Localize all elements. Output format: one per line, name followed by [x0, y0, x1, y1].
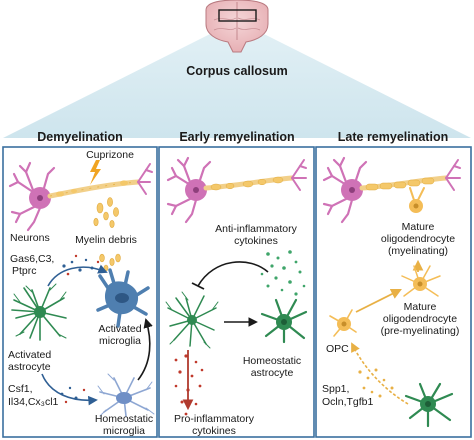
corpus-callosum-box — [218, 9, 257, 22]
arrow-astrocyte-to-microglia — [47, 264, 108, 287]
homeostatic-astrocyte-line2: astrocyte — [251, 367, 294, 379]
arrow-opc-to-pre — [355, 289, 402, 313]
panel-title-early-remyelination: Early remyelination — [179, 130, 294, 144]
homeostatic-microglia-line2: microglia — [103, 425, 145, 437]
opc-label: OPC — [326, 343, 349, 355]
inhibition-bar — [191, 282, 205, 290]
astrocyte-late-icon — [404, 382, 454, 428]
panel-early-remyelination — [158, 146, 315, 438]
astrocyte-early-icon — [165, 291, 219, 349]
activated-microglia-line1: Activated — [98, 323, 141, 335]
activated-microglia-line2: microglia — [99, 335, 141, 347]
mature-pre-line1: Mature — [404, 301, 437, 313]
panel-late-remyelination — [315, 146, 472, 438]
pro-inflammatory-dots — [174, 354, 204, 416]
mature-pre-line3: (pre-myelinating) — [381, 325, 460, 337]
mature-myelinating-line3: (myelinating) — [388, 245, 448, 257]
anti-inflammatory-line1: Anti-inflammatory — [215, 223, 297, 235]
panel-frames — [2, 146, 472, 438]
arrow-astrocyte-to-homeostatic-microglia — [41, 373, 98, 406]
homeostatic-astrocyte-icon — [260, 298, 308, 344]
anti-inflammatory-line2: cytokines — [234, 235, 278, 247]
signal-dots-top — [62, 254, 100, 276]
arrow-astrocyte-to-opc — [351, 342, 409, 405]
activated-astrocyte-icon — [11, 283, 67, 341]
panel-demyelination — [2, 146, 158, 438]
mature-myelinating-line1: Mature — [402, 221, 435, 233]
factor-dots — [358, 368, 394, 398]
lightning-icon — [90, 160, 101, 185]
homeostatic-microglia-line1: Homeostatic — [95, 413, 153, 425]
region-label: Corpus callosum — [186, 64, 287, 78]
myelinating-oligodendrocyte-icon — [409, 187, 425, 213]
cuprizone-label: Cuprizone — [86, 149, 134, 161]
arrow-homeostatic-to-activated-microglia — [137, 318, 153, 381]
homeostatic-astrocyte-line1: Homeostatic — [243, 355, 301, 367]
premyelinating-oligodendrocyte-icon — [401, 265, 441, 297]
panel-title-demyelination: Demyelination — [37, 130, 122, 144]
neuron-partial-myelin — [166, 156, 307, 224]
signals-top-line1: Gas6,C3, — [10, 253, 54, 265]
brain-section: Corpus callosum — [3, 0, 471, 138]
brain-icon — [205, 0, 269, 53]
neuron-remyelinated — [322, 156, 461, 224]
activated-astrocyte-line2: astrocyte — [8, 361, 51, 373]
panel-title-late-remyelination: Late remyelination — [338, 130, 448, 144]
activated-astrocyte-line1: Activated — [8, 349, 51, 361]
activated-microglia-icon — [96, 268, 150, 328]
myelin-debris-label: Myelin debris — [75, 234, 137, 246]
anti-inflammatory-dots — [260, 250, 306, 296]
factors-line2: Ocln,Tgfb1 — [322, 396, 374, 408]
opc-icon — [329, 309, 357, 337]
pro-inflammatory-line1: Pro-inflammatory — [174, 413, 255, 425]
signals-bottom-line2: Il34,Cx₃cl1 — [8, 396, 59, 408]
neurons-label: Neurons — [10, 232, 50, 244]
factors-line1: Spp1, — [322, 383, 349, 395]
mature-myelinating-line2: oligodendrocyte — [381, 233, 455, 245]
myelin-debris-icon — [93, 197, 121, 272]
pro-inflammatory-line2: cytokines — [192, 425, 236, 437]
mature-pre-line2: oligodendrocyte — [383, 313, 457, 325]
neuron-demyelinated — [8, 161, 153, 232]
inhibition-arc — [197, 261, 269, 287]
signals-bottom-line1: Csf1, — [8, 383, 33, 395]
homeostatic-microglia-icon — [97, 373, 155, 417]
zoom-wedge — [3, 30, 471, 138]
signals-top-line2: Ptprc — [12, 265, 37, 277]
